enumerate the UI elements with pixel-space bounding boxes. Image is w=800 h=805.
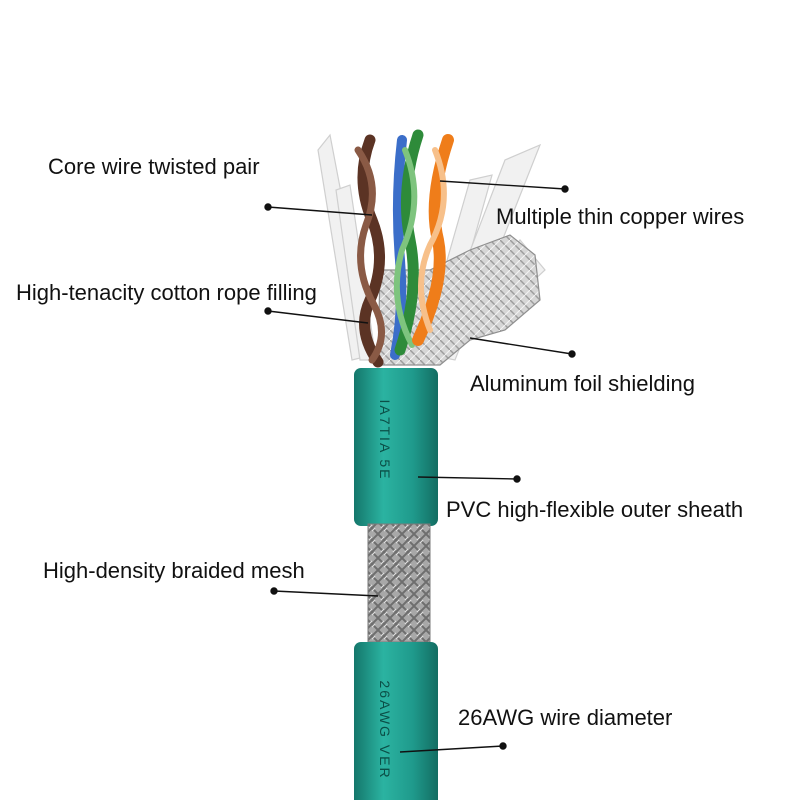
- cable-print-upper: IA7TIA 5E: [377, 399, 393, 480]
- label-core-wire-twisted-pair: Core wire twisted pair: [48, 154, 260, 179]
- label-multiple-thin-copper-wires: Multiple thin copper wires: [496, 204, 745, 229]
- leader-dot-wire-diameter: [499, 742, 507, 750]
- leader-outer-sheath: [417, 476, 518, 480]
- orange-white-pair-wire: [418, 147, 447, 333]
- leader-wire-diameter: [399, 745, 504, 753]
- leader-dot-outer-sheath: [513, 475, 521, 483]
- leader-core-wire: [267, 206, 373, 216]
- cable-print-lower: 26AWG VER: [377, 680, 393, 779]
- outer-sheath-upper: [354, 368, 438, 526]
- label-braided-mesh: High-density braided mesh: [43, 558, 305, 583]
- brown-pair-wire: [357, 134, 385, 368]
- label-pvc-outer-sheath: PVC high-flexible outer sheath: [446, 497, 744, 522]
- leader-dot-braided-mesh: [270, 587, 278, 595]
- leader-cotton-filling: [267, 310, 369, 324]
- leader-copper-wires: [439, 180, 566, 190]
- label-wire-diameter: 26AWG wire diameter: [458, 705, 673, 730]
- leader-dot-core-wire: [264, 203, 272, 211]
- leader-lines: [264, 180, 576, 753]
- outer-sheath-lower: [354, 642, 438, 805]
- leader-foil-shielding: [469, 337, 573, 355]
- twisted-pairs: [354, 129, 454, 368]
- leader-dot-cotton-filling: [264, 307, 272, 315]
- brown-white-pair-wire: [354, 146, 385, 364]
- label-aluminum-foil-shielding: Aluminum foil shielding: [470, 371, 695, 396]
- leader-dot-copper-wires: [561, 185, 569, 193]
- label-cotton-rope-filling: High-tenacity cotton rope filling: [16, 280, 317, 305]
- green-white-pair-wire: [393, 147, 418, 348]
- leader-dot-foil-shielding: [568, 350, 576, 358]
- orange-pair-wire: [412, 134, 454, 346]
- leader-braided-mesh: [273, 590, 379, 597]
- braided-mesh-section: [367, 523, 431, 643]
